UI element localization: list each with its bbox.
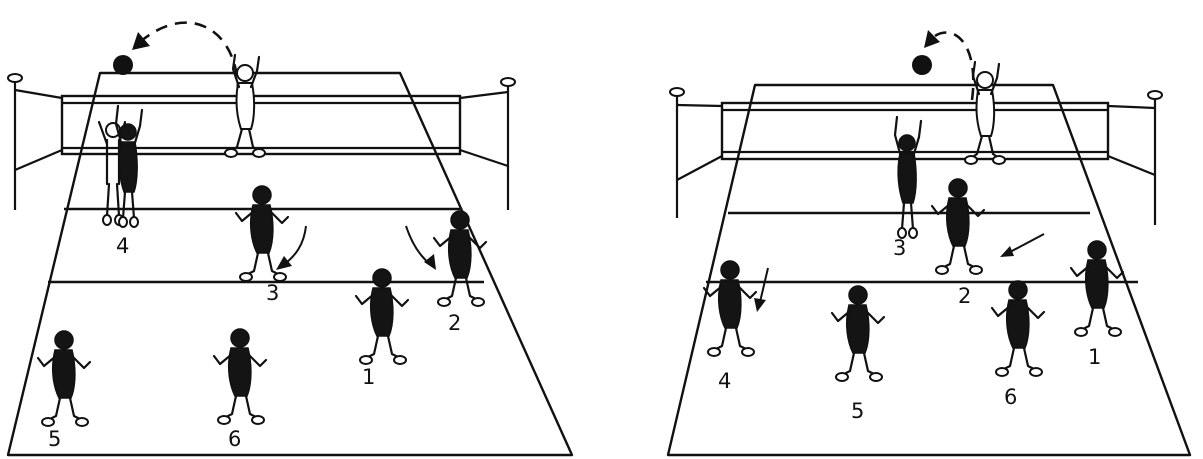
player-label: 5 (851, 399, 864, 423)
player-label: 5 (48, 427, 61, 451)
player-5 (832, 286, 884, 381)
player-label: 1 (362, 365, 375, 389)
net (670, 88, 1162, 225)
player-label: 6 (228, 427, 241, 451)
ball (912, 55, 932, 75)
player-label: 3 (893, 236, 906, 260)
player-label: 4 (116, 234, 129, 258)
player-label: 6 (1004, 385, 1017, 409)
player-label: 4 (718, 369, 731, 393)
opponent-figure (225, 55, 265, 157)
ball (113, 55, 133, 75)
player-label: 1 (1088, 345, 1101, 369)
diagram-left: 4 3 2 1 5 6 (8, 23, 572, 455)
court-outline (668, 85, 1190, 455)
player-2 (932, 179, 984, 274)
move-arrow (1010, 234, 1044, 252)
diagram-right: 3 2 4 5 6 1 (668, 30, 1190, 455)
move-arrow (406, 226, 430, 264)
player-6 (214, 329, 266, 424)
opponent-figure (965, 62, 1005, 164)
player-1 (356, 269, 408, 364)
player-3 (895, 117, 921, 238)
player-2 (434, 211, 486, 306)
player-6 (992, 281, 1044, 376)
move-arrow (760, 268, 768, 302)
player-4 (704, 261, 756, 356)
ball-trajectory (140, 23, 238, 96)
player-label: 3 (266, 281, 279, 305)
player-label: 2 (448, 311, 461, 335)
player-5 (38, 331, 90, 426)
player-label: 2 (958, 284, 971, 308)
